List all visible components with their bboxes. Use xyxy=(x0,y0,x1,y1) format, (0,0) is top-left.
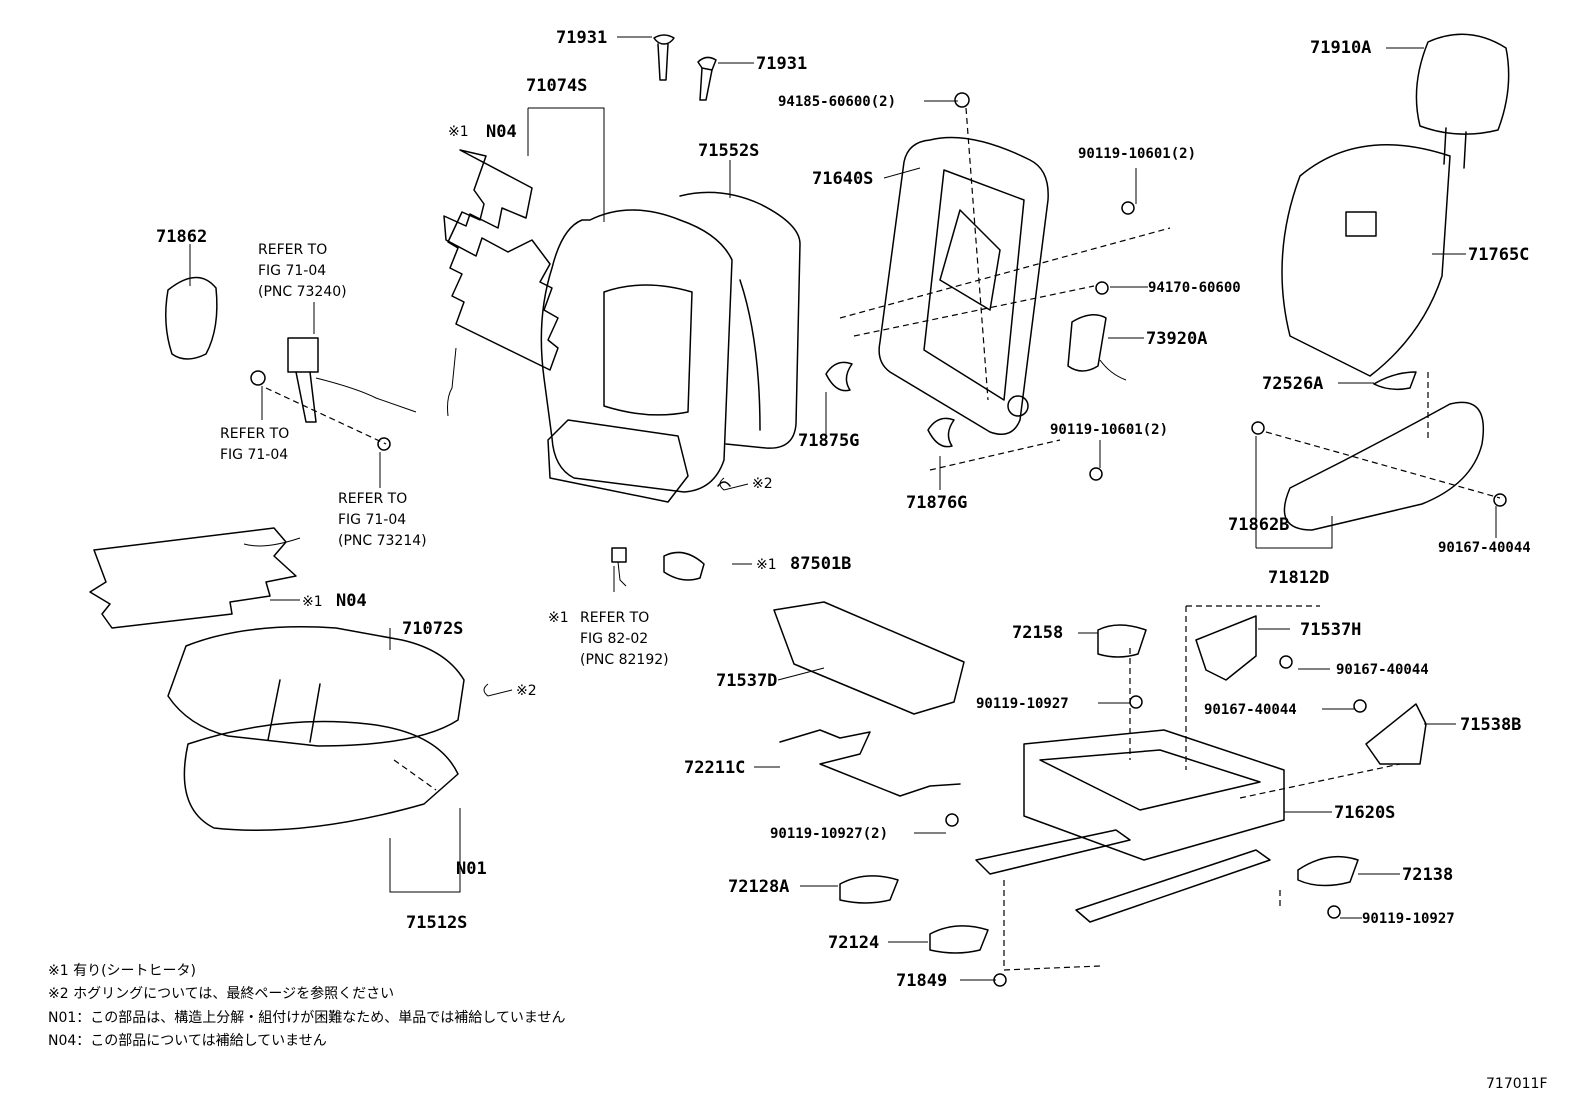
cover-72128A xyxy=(839,875,899,904)
label-71640s: 71640S xyxy=(812,169,873,189)
label-90167-a: 90167-40044 xyxy=(1438,540,1531,556)
label-72526a: 72526A xyxy=(1262,374,1323,394)
marker-1-n04-bottom: ※1 xyxy=(302,594,323,610)
label-71812d: 71812D xyxy=(1268,568,1329,588)
label-72211c: 72211C xyxy=(684,758,745,778)
cover-72158 xyxy=(1097,624,1147,658)
ref-73240-line3: (PNC 73240) xyxy=(258,284,347,300)
label-71620s: 71620S xyxy=(1334,803,1395,823)
label-71876g: 71876G xyxy=(906,493,967,513)
figure-code: 717011F xyxy=(1486,1076,1548,1092)
label-71931-right: 71931 xyxy=(756,54,807,74)
label-71931-top: 71931 xyxy=(556,28,607,48)
cover-72124 xyxy=(929,925,989,954)
label-94170: 94170-60600 xyxy=(1148,280,1241,296)
leader-lines xyxy=(189,36,1497,981)
ref-73214-line1: REFER TO xyxy=(338,491,407,507)
footnote-3: N01：この部品は、構造上分解・組付けが困難なため、単品では補給していません xyxy=(48,1010,565,1026)
ref-82192-line2: FIG 82-02 xyxy=(580,631,648,647)
marker-2-lower: ※2 xyxy=(516,683,537,699)
seatback-heater-sheet xyxy=(443,149,559,417)
label-72124: 72124 xyxy=(828,933,879,953)
ref-73240-line2: FIG 71-04 xyxy=(258,263,326,279)
label-71072s: 71072S xyxy=(402,619,463,639)
label-90119-10601-a: 90119-10601(2) xyxy=(1078,146,1196,162)
seatback-frame xyxy=(878,136,1049,435)
label-n01: N01 xyxy=(456,859,487,879)
marker-2-upper: ※2 xyxy=(752,476,773,492)
label-90167-c: 90167-40044 xyxy=(1204,702,1297,718)
label-72138: 72138 xyxy=(1402,865,1453,885)
label-72128a: 72128A xyxy=(728,877,789,897)
label-71849: 71849 xyxy=(896,971,947,991)
label-71765c: 71765C xyxy=(1468,245,1529,265)
footnote-4: N04：この部品については補給していません xyxy=(48,1033,327,1049)
seat-adjuster-frame xyxy=(975,729,1285,923)
ref-7104-line2: FIG 71-04 xyxy=(220,447,288,463)
label-90119-10927-b: 90119-10927 xyxy=(1362,911,1455,927)
cover-72138 xyxy=(1297,855,1359,887)
bracket-71537H xyxy=(1195,615,1257,681)
cushion-front-board xyxy=(773,601,965,715)
marker-1-87501b: ※1 xyxy=(756,557,777,573)
fasteners xyxy=(250,92,1507,987)
label-71862b: 71862B xyxy=(1228,515,1289,535)
label-n04-bottom: N04 xyxy=(336,591,367,611)
label-90119-10601-b: 90119-10601(2) xyxy=(1050,422,1168,438)
label-n04-top: N04 xyxy=(486,122,517,142)
clip-71931-top xyxy=(653,34,675,81)
label-90167-b: 90167-40044 xyxy=(1336,662,1429,678)
label-90119-10927-a: 90119-10927 xyxy=(976,696,1069,712)
reference-notes: REFER TO FIG 71-04 (PNC 73240) REFER TO … xyxy=(220,242,669,668)
label-94185: 94185-60600(2) xyxy=(778,94,896,110)
label-71537d: 71537D xyxy=(716,671,777,691)
label-71074s: 71074S xyxy=(526,76,587,96)
seatback-cushion xyxy=(540,191,801,503)
side-shield xyxy=(1283,371,1484,531)
label-71512s: 71512S xyxy=(406,913,467,933)
hinge-cover-right xyxy=(927,417,955,448)
seat-belt-buckle xyxy=(287,337,417,423)
hinge-cover-left xyxy=(825,361,853,392)
ref-73214-line3: (PNC 73214) xyxy=(338,533,427,549)
footnotes: ※1 有り(シートヒータ) ※2 ホグリングについては、最終ページを参照ください… xyxy=(48,963,565,1049)
clip-71931-right xyxy=(697,56,717,101)
ref-82192-line3: (PNC 82192) xyxy=(580,652,669,668)
footnote-1: ※1 有り(シートヒータ) xyxy=(48,963,196,979)
part-labels: 71931 71931 71074S 71552S 94185-60600(2)… xyxy=(156,28,1531,991)
label-87501b: 87501B xyxy=(790,554,851,574)
bracket-71538B xyxy=(1365,703,1427,765)
label-71537h: 71537H xyxy=(1300,620,1361,640)
label-72158: 72158 xyxy=(1012,623,1063,643)
label-71910a: 71910A xyxy=(1310,38,1371,58)
marker-1-ref-82192: ※1 xyxy=(548,610,569,626)
ref-73240-line1: REFER TO xyxy=(258,242,327,258)
ref-73214-line2: FIG 71-04 xyxy=(338,512,406,528)
label-71538b: 71538B xyxy=(1460,715,1521,735)
cushion-heater-sheet xyxy=(89,527,301,629)
lifter-rod xyxy=(779,729,961,797)
recliner-cover-71862 xyxy=(165,276,218,360)
ref-82192-line1: REFER TO xyxy=(580,610,649,626)
side-airbag xyxy=(1067,314,1127,381)
label-71862: 71862 xyxy=(156,227,207,247)
assembly-dashed-lines xyxy=(265,107,1501,971)
ref-7104-line1: REFER TO xyxy=(220,426,289,442)
heater-wiring xyxy=(611,547,705,587)
headrest xyxy=(1415,33,1510,169)
marker-1-n04-top: ※1 xyxy=(448,124,469,140)
seatback-rear-board xyxy=(1281,144,1451,377)
label-90119-10927-2: 90119-10927(2) xyxy=(770,826,888,842)
footnote-2: ※2 ホグリングについては、最終ページを参照ください xyxy=(48,985,394,1002)
seat-cushion xyxy=(167,626,465,831)
label-73920a: 73920A xyxy=(1146,329,1207,349)
label-71552s: 71552S xyxy=(698,141,759,161)
label-71875g: 71875G xyxy=(798,431,859,451)
